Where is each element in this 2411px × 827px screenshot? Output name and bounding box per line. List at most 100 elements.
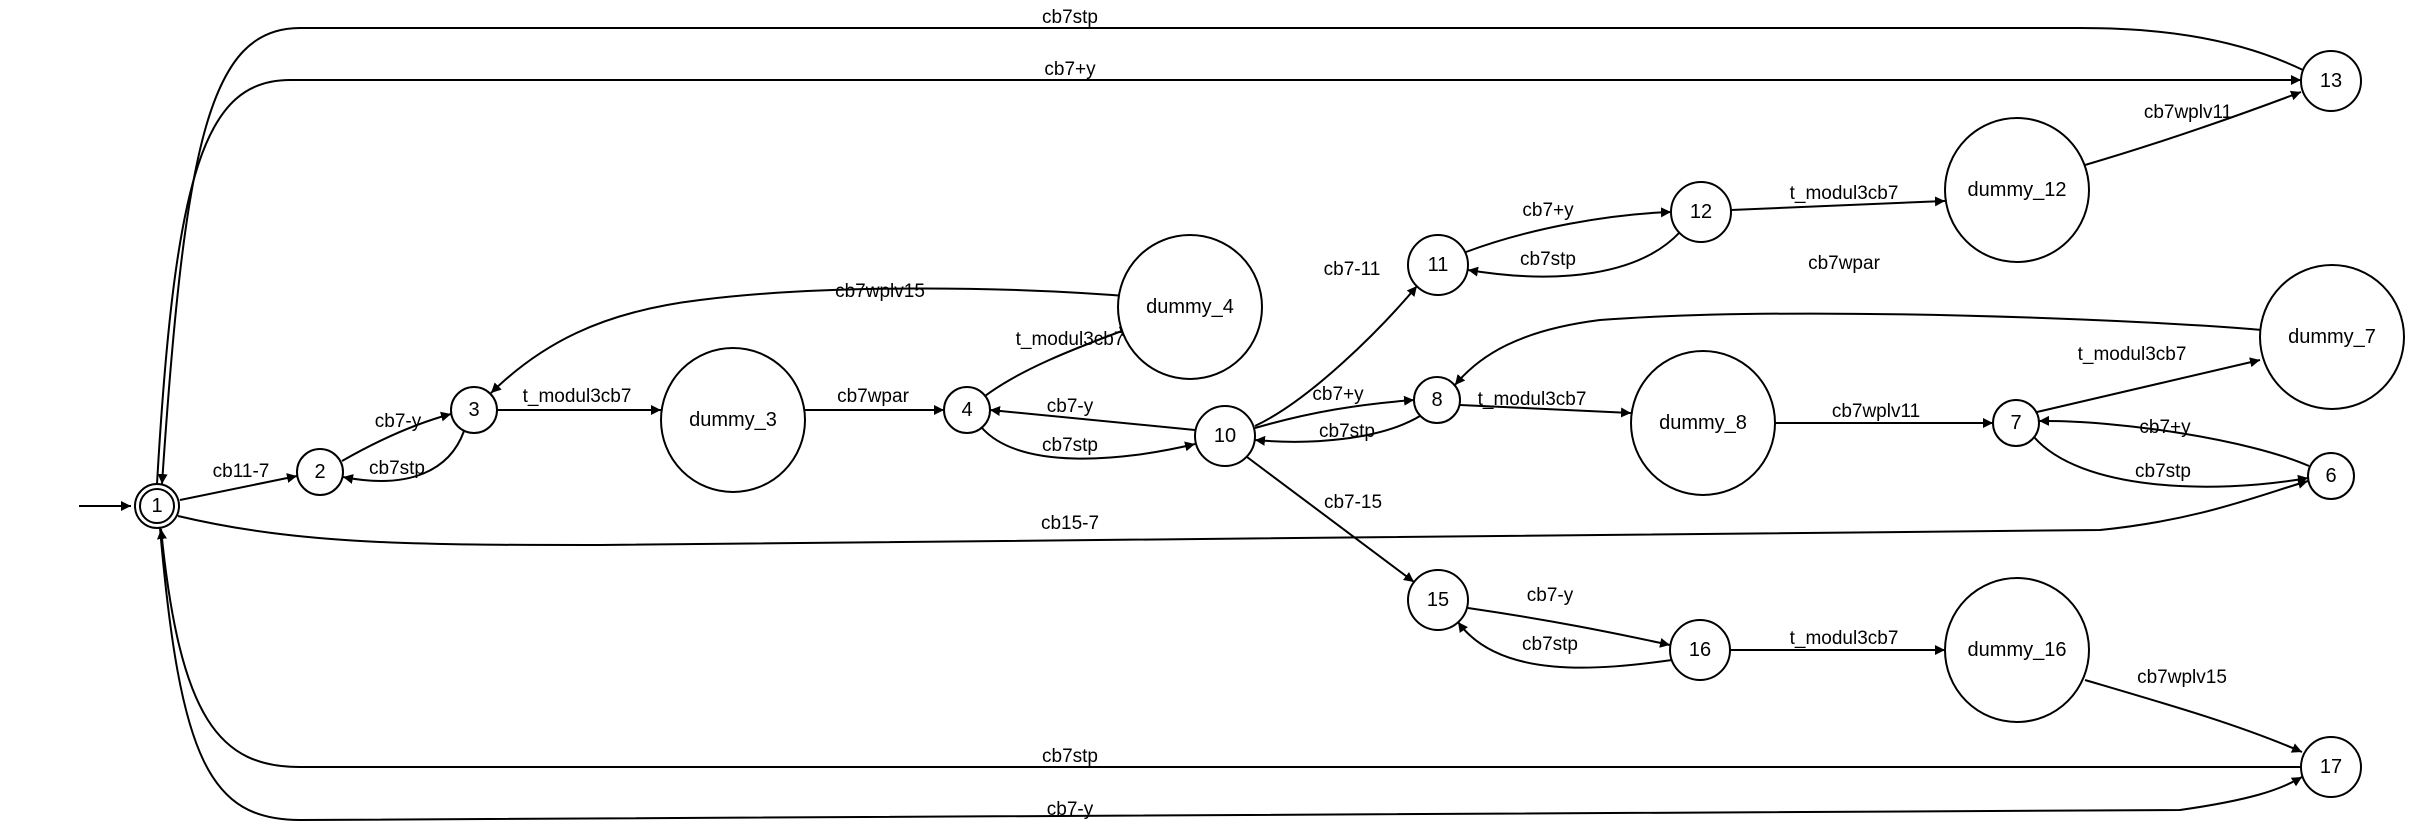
edge-4-10: cb7stp: [981, 427, 1196, 460]
edge-label: cb7stp: [1522, 634, 1578, 655]
state-2: 2: [296, 448, 344, 496]
edge-line: [2084, 90, 2302, 166]
edge-13-1-stp: cb7stp: [157, 7, 2304, 485]
edge-line: [1254, 395, 1415, 429]
state-10: 10: [1194, 405, 1256, 467]
state-label: 2: [314, 461, 325, 483]
edge-d8-7: cb7wplv11: [1775, 401, 1993, 428]
edge-3-2: cb7stp: [342, 430, 465, 484]
state-dummy_8: dummy_8: [1630, 350, 1776, 496]
edge-line: [2038, 415, 2310, 467]
state-label: dummy_16: [1968, 639, 2067, 661]
edge-line: [1457, 621, 1673, 669]
state-label: dummy_7: [2288, 326, 2376, 348]
state-label: 1: [151, 495, 162, 517]
state-dummy_3: dummy_3: [660, 347, 806, 493]
edge-3-d3: t_modul3cb7: [497, 386, 661, 415]
state-label: 6: [2325, 465, 2336, 487]
edge-10-15: cb7-15: [1246, 456, 1415, 583]
edge-line: [2033, 436, 2309, 488]
state-label: 8: [1431, 389, 1442, 411]
edge-16-d16: t_modul3cb7: [1730, 628, 1945, 655]
state-circle: [1413, 376, 1461, 424]
edge-label: cb7stp: [1042, 7, 1098, 28]
edge-label: cb7+y: [1044, 59, 1096, 80]
edge-1-17-y: cb7-y: [159, 527, 2303, 822]
edge-7-6: cb7stp: [2033, 436, 2309, 488]
edge-line: [1465, 207, 1672, 253]
edge-10-11: cb7-11: [1254, 259, 1418, 427]
edge-line: [342, 430, 465, 484]
edge-label: cb7-y: [1527, 585, 1574, 606]
edge-line: [2084, 679, 2303, 753]
edge-label: t_modul3cb7: [1016, 329, 1125, 350]
state-dummy_4: dummy_4: [1117, 234, 1263, 380]
edge-label: cb7-15: [1324, 492, 1382, 513]
state-dummy_16: dummy_16: [1944, 577, 2090, 723]
edge-line: [1254, 285, 1418, 427]
edge-line: [490, 287, 1151, 394]
edge-label: cb15-7: [1041, 513, 1099, 534]
state-label: dummy_8: [1659, 412, 1747, 434]
edge-line: [159, 527, 2303, 822]
edge-label: cb7+y: [1522, 200, 1574, 221]
edge-8-d8: t_modul3cb7: [1459, 389, 1632, 418]
edge-label: cb7+y: [2139, 417, 2191, 438]
edge-line: [1467, 607, 1671, 648]
edge-label: cb7wplv11: [2144, 102, 2232, 123]
state-circle: [2300, 50, 2362, 112]
edge-10-4: cb7-y: [989, 396, 1196, 431]
edge-label: t_modul3cb7: [523, 386, 632, 407]
edge-label: cb11-7: [213, 461, 270, 482]
state-label: 3: [468, 399, 479, 421]
edge-8-10: cb7stp: [1254, 415, 1421, 446]
state-circle: [660, 347, 806, 493]
edge-label: cb7-y: [1047, 799, 1094, 820]
edge-d4-3: cb7wplv15: [490, 281, 1151, 394]
state-circle: [2307, 452, 2355, 500]
state-circle: [2259, 264, 2405, 410]
state-circle: [1944, 577, 2090, 723]
edge-label: cb7stp: [1042, 435, 1098, 456]
state-4: 4: [943, 386, 991, 434]
state-circle: [2300, 736, 2362, 798]
state-circle: [450, 386, 498, 434]
state-label: 12: [1690, 201, 1712, 223]
edge-7-d7: t_modul3cb7: [2036, 344, 2261, 413]
state-12: 12: [1670, 181, 1732, 243]
edge-label: cb7wplv15: [2137, 667, 2227, 688]
state-label: 11: [1428, 254, 1449, 276]
edge-label: cb7wplv11: [1832, 401, 1920, 422]
state-circle: [1670, 181, 1732, 243]
state-label: 10: [1214, 425, 1236, 447]
edge-label: cb7-11: [1324, 259, 1381, 280]
edge-line: [157, 27, 2304, 485]
state-dummy_12: dummy_12: [1944, 117, 2090, 263]
edge-d3-4: cb7wpar: [805, 386, 944, 415]
state-circle: [1194, 405, 1256, 467]
edge-label: cb7stp: [1520, 249, 1576, 270]
state-16: 16: [1669, 619, 1731, 681]
state-label: 16: [1689, 639, 1711, 661]
edge-label: cb7-y: [375, 411, 422, 432]
edge-17-1-stp: cb7stp: [157, 528, 2301, 768]
state-label: 4: [961, 399, 972, 421]
edge-line: [1467, 231, 1681, 278]
edge-line: [177, 479, 2309, 547]
state-17: 17: [2300, 736, 2362, 798]
edge-label: cb7+y: [1312, 384, 1364, 405]
edge-6-7: cb7+y: [2038, 415, 2310, 467]
state-circle: [1117, 234, 1263, 380]
edge-label: cb7stp: [2135, 461, 2191, 482]
state-dummy_7: dummy_7: [2259, 264, 2405, 410]
edge-line: [156, 75, 2301, 485]
edge-label: cb7stp: [1319, 421, 1375, 442]
state-circle: [1669, 619, 1731, 681]
state-11: 11: [1407, 234, 1469, 296]
edge-line: [179, 473, 298, 501]
state-label: 13: [2320, 70, 2342, 92]
edge-12-11: cb7stp: [1467, 231, 1681, 278]
edge-line: [989, 405, 1196, 431]
